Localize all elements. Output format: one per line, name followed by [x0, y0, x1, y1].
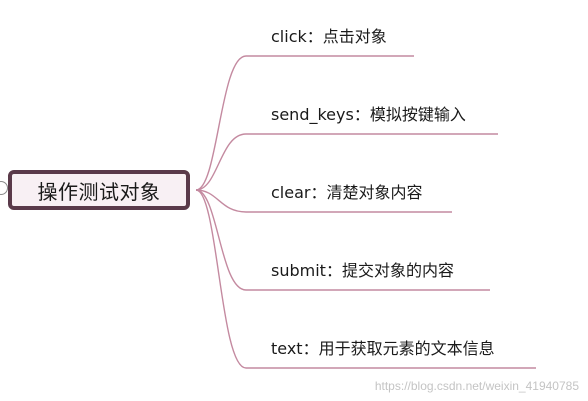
branch-node-text[interactable]: text：用于获取元素的文本信息 — [271, 339, 495, 358]
root-node-label: 操作测试对象 — [37, 179, 161, 204]
branch-node-click[interactable]: click：点击对象 — [271, 27, 387, 46]
connector-send-keys — [195, 133, 498, 191]
collapse-toggle-icon[interactable] — [0, 181, 8, 195]
root-node[interactable]: 操作测试对象 — [8, 170, 190, 210]
branch-node-clear[interactable]: clear：清楚对象内容 — [271, 183, 423, 202]
watermark: https://blog.csdn.net/weixin_41940785 — [374, 379, 579, 393]
branch-node-send-keys[interactable]: send_keys：模拟按键输入 — [271, 105, 466, 124]
branch-node-submit[interactable]: submit：提交对象的内容 — [271, 261, 454, 280]
